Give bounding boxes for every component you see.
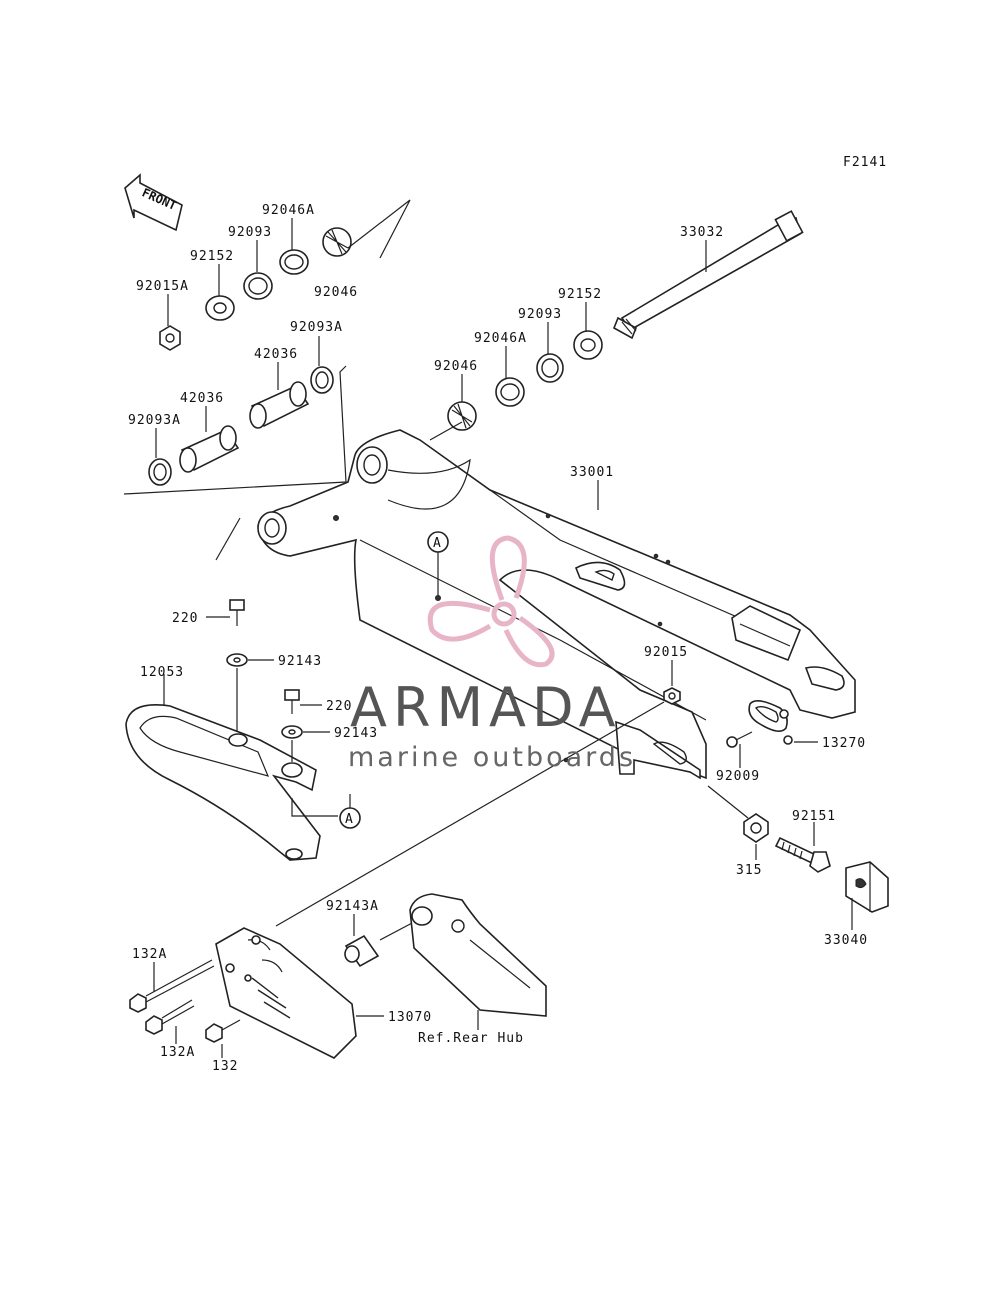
figure-code: F2141 bbox=[843, 155, 887, 170]
pivot-shaft-33032 bbox=[612, 210, 804, 340]
part-label-33032: 33032 bbox=[680, 225, 724, 240]
part-label-132: 132 bbox=[212, 1059, 238, 1074]
nut-315 bbox=[743, 813, 769, 843]
bolt-132 bbox=[205, 1019, 241, 1043]
collar-92152-right bbox=[573, 330, 603, 360]
part-label-33040: 33040 bbox=[824, 933, 868, 948]
part-label-92152-top: 92152 bbox=[190, 249, 234, 264]
part-label-132A-bottom: 132A bbox=[160, 1045, 195, 1060]
svg-text:A: A bbox=[433, 536, 442, 551]
front-arrow-icon: FRONT bbox=[124, 173, 183, 232]
chain-guide-bracket bbox=[409, 893, 547, 1017]
part-label-42036-top: 42036 bbox=[254, 347, 298, 362]
armada-logo-icon bbox=[427, 535, 555, 668]
part-label-13070: 13070 bbox=[388, 1010, 432, 1025]
part-label-92151: 92151 bbox=[792, 809, 836, 824]
watermark-subtitle: marine outboards bbox=[348, 742, 636, 773]
washer-92143-top bbox=[226, 653, 248, 667]
part-label-12053: 12053 bbox=[140, 665, 184, 680]
part-label-33001: 33001 bbox=[570, 465, 614, 480]
reference-marker-a-bottom: A bbox=[339, 807, 361, 829]
part-label-92143-mid: 92143 bbox=[334, 726, 378, 741]
bearing-92046-right bbox=[447, 401, 477, 431]
part-label-315: 315 bbox=[736, 863, 762, 878]
nut-92015A bbox=[159, 325, 181, 351]
part-label-220-top: 220 bbox=[172, 611, 198, 626]
bearing-92046-top bbox=[322, 227, 352, 257]
bolt-220-top bbox=[229, 599, 245, 626]
collar-92152-top bbox=[205, 295, 235, 321]
watermark-title: ARMADA bbox=[350, 676, 622, 739]
seal-92093-top bbox=[243, 272, 273, 300]
nut-92015 bbox=[663, 687, 681, 705]
part-label-92093-top: 92093 bbox=[228, 225, 272, 240]
seal-92093-right bbox=[536, 353, 564, 383]
part-label-92015A: 92015A bbox=[136, 279, 189, 294]
part-label-92009: 92009 bbox=[716, 769, 760, 784]
bolt-132A-bottom bbox=[145, 999, 195, 1035]
seal-92093A-bottom bbox=[148, 458, 172, 486]
part-label-92143-top: 92143 bbox=[278, 654, 322, 669]
adjuster-block-33040 bbox=[845, 861, 889, 913]
part-label-132A-top: 132A bbox=[132, 947, 167, 962]
part-label-92143A: 92143A bbox=[326, 899, 379, 914]
part-label-42036-bottom: 42036 bbox=[180, 391, 224, 406]
part-label-92046-top: 92046 bbox=[314, 285, 358, 300]
seal-92093A-top bbox=[310, 366, 334, 394]
screw-92009 bbox=[726, 731, 753, 748]
bushing-42036-bottom bbox=[179, 425, 240, 473]
part-label-92093A-top: 92093A bbox=[290, 320, 343, 335]
part-label-220-mid: 220 bbox=[326, 699, 352, 714]
seal-92046A-right bbox=[495, 377, 525, 407]
part-label-92046A-right: 92046A bbox=[474, 331, 527, 346]
adjuster-bolt-92151 bbox=[774, 836, 831, 873]
washer-92143-mid bbox=[281, 725, 303, 739]
armada-watermark: ARMADA marine outboards bbox=[348, 535, 636, 773]
bushing-42036-top bbox=[249, 381, 310, 429]
chain-slider-12053 bbox=[125, 704, 321, 861]
swingarm-33001 bbox=[257, 429, 856, 780]
part-label-13270: 13270 bbox=[822, 736, 866, 751]
part-label-92152-right: 92152 bbox=[558, 287, 602, 302]
bolt-220-mid bbox=[284, 689, 300, 714]
ref-rear-hub-label: Ref.Rear Hub bbox=[418, 1031, 524, 1046]
chain-guide-13070 bbox=[215, 927, 357, 1059]
part-label-92046-right: 92046 bbox=[434, 359, 478, 374]
part-label-92093A-bottom: 92093A bbox=[128, 413, 181, 428]
bolt-132A-top bbox=[129, 959, 215, 1013]
part-label-92015: 92015 bbox=[644, 645, 688, 660]
part-label-92046A-top: 92046A bbox=[262, 203, 315, 218]
svg-text:A: A bbox=[345, 812, 354, 827]
collar-92143A bbox=[344, 934, 380, 968]
chain-adjuster-13270 bbox=[748, 700, 793, 745]
part-label-92093-right: 92093 bbox=[518, 307, 562, 322]
leader-bearing-top bbox=[347, 199, 411, 259]
seal-92046A-top bbox=[279, 249, 309, 275]
